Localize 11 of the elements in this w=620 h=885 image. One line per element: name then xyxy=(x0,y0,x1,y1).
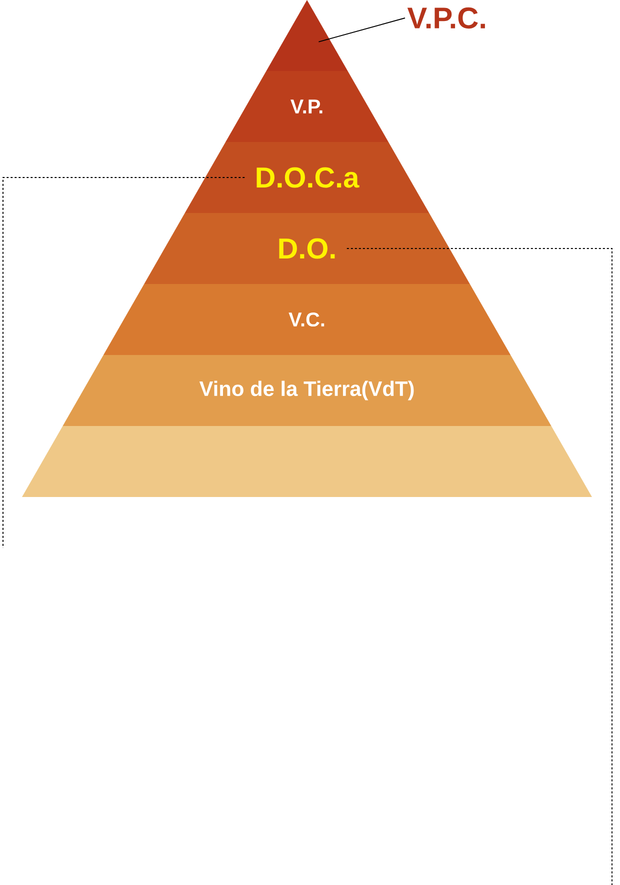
pyramid-band: V.P. xyxy=(226,71,388,142)
leader-line xyxy=(318,18,406,42)
pyramid-band: D.O. xyxy=(144,213,470,284)
pyramid-band: Vino de la Tierra(VdT) xyxy=(62,355,552,426)
pyramid-band: D.O.C.a xyxy=(184,142,430,213)
pyramid-band xyxy=(22,426,592,497)
pyramid-band xyxy=(266,0,348,71)
pyramid-band: V.C. xyxy=(103,284,511,355)
leader-line xyxy=(2,177,246,548)
leader-line xyxy=(346,248,612,885)
label: V.P.C. xyxy=(407,7,485,29)
